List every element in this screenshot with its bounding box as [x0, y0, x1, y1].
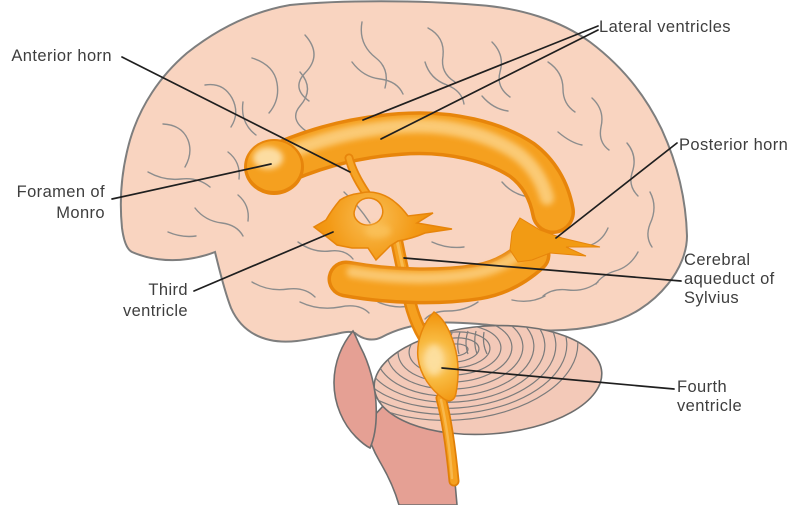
label-third-line-1: Third — [148, 281, 188, 299]
foramen-of-monro-duct — [344, 153, 371, 198]
leader-cerebral-aqueduct — [403, 257, 682, 282]
lateral-ventricle-body — [248, 111, 575, 234]
label-fourth-ventricle: Fourth ventricle — [677, 378, 742, 416]
label-aqueduct-line-2: aqueduct of — [684, 270, 775, 288]
leader-lateral-ventricles-1 — [362, 25, 599, 121]
label-foramen-line-2: Monro — [56, 204, 105, 222]
leader-lines — [111, 25, 682, 390]
gyri-lines — [147, 21, 655, 320]
anterior-horn-bulge — [244, 139, 304, 195]
label-cerebral-aqueduct: Cerebral aqueduct of Sylvius — [684, 251, 775, 308]
label-foramen-line-1: Foramen of — [16, 183, 105, 201]
label-third-line-2: ventricle — [122, 302, 188, 320]
label-lateral-ventricles: Lateral ventricles — [599, 18, 731, 37]
label-anterior-horn-line: Anterior horn — [11, 47, 112, 65]
label-posterior-horn: Posterior horn — [679, 136, 788, 155]
label-fourth-line-2: ventricle — [677, 397, 743, 415]
label-fourth-line-1: Fourth — [677, 378, 728, 396]
label-lateral-ventricles-line: Lateral ventricles — [599, 18, 731, 36]
leader-third-ventricle — [193, 231, 334, 292]
brainstem-pons — [333, 329, 378, 450]
leader-posterior-horn — [555, 142, 678, 239]
leader-anterior-horn — [121, 56, 351, 173]
leader-foramen-of-monro — [111, 163, 272, 200]
label-third-ventricle: Third ventricle — [86, 280, 188, 322]
leader-lateral-ventricles-2 — [380, 29, 599, 140]
third-ventricle-highlight — [365, 224, 391, 238]
fourth-ventricle-highlight — [425, 345, 443, 375]
label-posterior-horn-line: Posterior horn — [679, 136, 789, 154]
leader-fourth-ventricle — [441, 367, 675, 390]
label-aqueduct-line-3: Sylvius — [684, 289, 740, 307]
central-canal — [435, 392, 460, 487]
label-aqueduct-line-1: Cerebral — [684, 251, 751, 269]
label-anterior-horn: Anterior horn — [2, 47, 112, 66]
label-foramen-of-monro: Foramen of Monro — [2, 182, 105, 224]
